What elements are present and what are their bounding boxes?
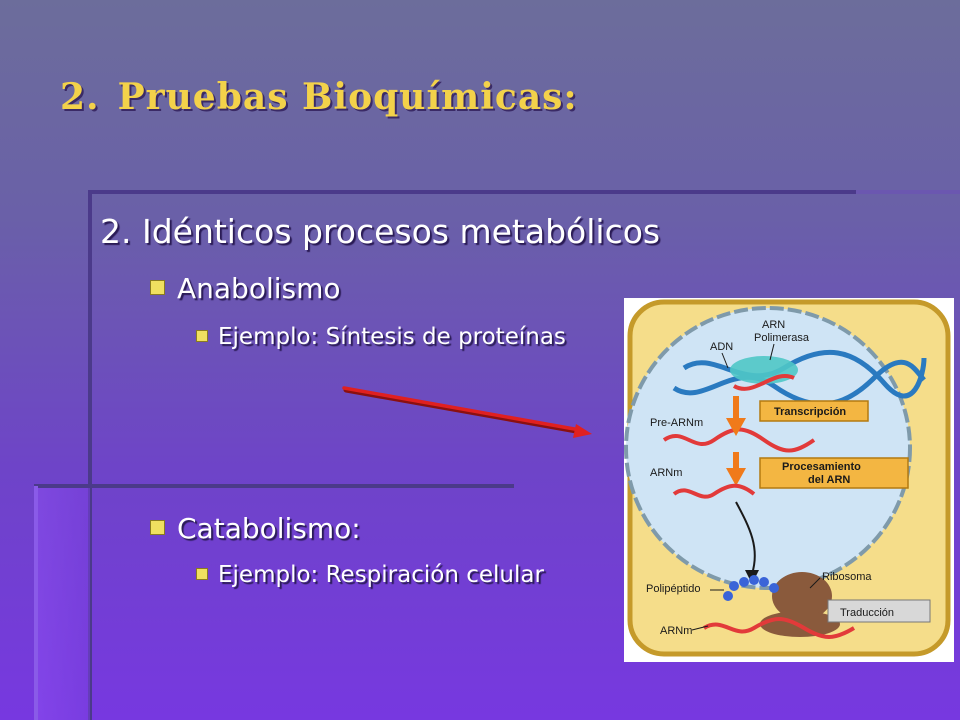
slide-title-text: Pruebas Bioquímicas: [117, 76, 578, 118]
label-polimerasa: Polimerasa [754, 332, 810, 344]
processing-box [759, 457, 909, 489]
label-traduccion: Traducción [840, 607, 894, 619]
protein-synthesis-diagram: ARN Polimerasa ADN Pre-ARNm Transcripció… [624, 299, 951, 657]
polypeptide-bead [769, 583, 779, 593]
content-frame-middle [34, 484, 514, 488]
label-procesamiento: Procesamiento [782, 461, 861, 473]
bullet-square-icon [150, 279, 165, 295]
content-frame-top [88, 190, 856, 194]
label-line-adn [721, 352, 729, 369]
dna-strand-top [682, 349, 927, 399]
label-polipeptido: Polipéptido [646, 583, 700, 595]
rna-transcript-start [732, 374, 795, 391]
label-ribosoma: Ribosoma [822, 571, 872, 583]
label-pre-arnm: Pre-ARNm [650, 417, 703, 429]
sub-bullet-anabolismo-example: Ejemplo: Síntesis de proteínas [196, 324, 566, 350]
protein-synthesis-figure: ARN Polimerasa ADN Pre-ARNm Transcripció… [624, 298, 954, 662]
translation-box [827, 599, 931, 623]
processing-arrow-head [726, 468, 746, 486]
content-frame-left [88, 192, 92, 720]
section-heading: 2. Idénticos procesos metabólicos [100, 212, 661, 251]
label-transcripcion: Transcripción [774, 406, 846, 418]
ribosome-large-subunit [772, 572, 832, 620]
transcription-arrow-head [726, 418, 746, 436]
slide-title-number: 2. [60, 76, 100, 118]
polypeptide-bead [749, 575, 759, 585]
label-line-polimerasa [769, 343, 775, 361]
mrna-strand-upper [672, 483, 756, 499]
bullet-square-icon [150, 519, 165, 535]
bullet-square-icon [196, 567, 208, 580]
polypeptide-bead [759, 577, 769, 587]
bullet-catabolismo: Catabolismo: [150, 512, 361, 545]
content-frame-top-right [856, 190, 960, 194]
label-arn: ARN [762, 319, 785, 331]
sub-bullet-catabolismo-example: Ejemplo: Respiración celular [196, 562, 544, 588]
label-adn: ADN [710, 341, 733, 353]
bullet-anabolismo-label: Anabolismo [177, 272, 341, 305]
label-arnm-lower: ARNm [660, 625, 692, 637]
transcription-box [759, 400, 869, 422]
red-pointer-arrow [342, 386, 592, 438]
export-arrow [735, 501, 756, 575]
slide-title: 2. Pruebas Bioquímicas: [60, 76, 578, 118]
bullet-catabolismo-label: Catabolismo: [177, 512, 361, 545]
label-del-arn: del ARN [808, 474, 850, 486]
polypeptide-bead [739, 577, 749, 587]
nucleus [624, 306, 912, 590]
label-line-arnm-lower [691, 625, 709, 631]
mrna-strand-lower [702, 617, 856, 639]
bullet-anabolismo: Anabolismo [150, 272, 341, 305]
label-arnm-upper: ARNm [650, 467, 682, 479]
polypeptide-bead [729, 581, 739, 591]
sub-bullet-anabolismo-example-text: Ejemplo: Síntesis de proteínas [218, 324, 566, 350]
lower-panel-accent [38, 488, 90, 720]
rna-polymerase-shape [730, 356, 798, 384]
lower-frame-left [34, 486, 38, 720]
sub-bullet-catabolismo-example-text: Ejemplo: Respiración celular [218, 562, 544, 588]
label-line-ribosoma [809, 577, 821, 589]
polypeptide-bead [723, 591, 733, 601]
bullet-square-icon [196, 329, 208, 342]
